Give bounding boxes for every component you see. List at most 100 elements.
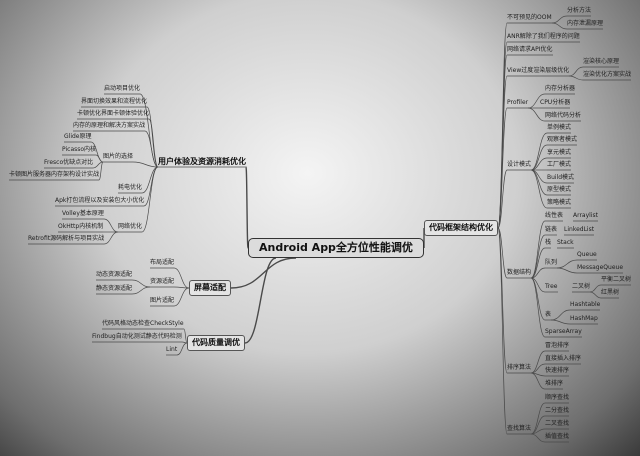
connector (183, 328, 188, 344)
image-lib-item[interactable]: Fresco优缺点对比 (44, 159, 94, 166)
pattern-item[interactable]: 工厂模式 (547, 161, 572, 168)
branch-ux-optimization[interactable]: 用户体验及资源消耗优化 (158, 157, 246, 166)
arch-search[interactable]: 查找算法 (507, 425, 532, 432)
ds-red-black-tree[interactable]: 红黑树 (601, 289, 620, 296)
connector (131, 279, 151, 288)
image-lib-item[interactable]: Picasso内核 (62, 146, 97, 153)
screen-image[interactable]: 图片适配 (150, 297, 175, 304)
ux-power[interactable]: 耗电优化 (118, 184, 143, 191)
ds-sparsearray[interactable]: SparseArray (545, 328, 582, 335)
arch-network-api[interactable]: 网络请求API优化 (507, 46, 553, 53)
connector (245, 166, 249, 249)
connector (551, 15, 568, 24)
connector (497, 227, 508, 435)
arch-data-structures[interactable]: 数据结构 (507, 269, 532, 276)
ds-hashmap[interactable]: HashMap (570, 315, 598, 322)
pattern-item[interactable]: 策略模式 (547, 199, 572, 206)
connector (556, 259, 578, 269)
image-lib-item[interactable]: Glide原理 (64, 133, 92, 140)
screen-resource[interactable]: 资源适配 (150, 278, 175, 285)
arch-profiler[interactable]: Profiler (507, 99, 529, 106)
quality-item[interactable]: Findbug自动化测试静态代码检测 (92, 333, 182, 340)
pattern-item[interactable]: 原型模式 (547, 186, 572, 193)
ds-tree[interactable]: Tree (545, 283, 558, 290)
ds-chain[interactable]: 链表 (545, 226, 558, 233)
profiler-item[interactable]: CPU分析器 (540, 99, 571, 106)
oom-item[interactable]: 分析方法 (567, 7, 592, 14)
sort-item[interactable]: 直接插入排序 (545, 355, 582, 362)
branch-code-quality[interactable]: 代码质量调优 (187, 335, 245, 351)
ds-linkedlist[interactable]: LinkedList (564, 226, 595, 233)
quality-item[interactable]: Lint (166, 346, 178, 353)
ds-binary-tree[interactable]: 二叉树 (572, 283, 591, 290)
connector (568, 66, 584, 77)
image-lib-item[interactable]: 卡顿图片服务器内存架构设计实战 (9, 171, 100, 178)
pattern-item[interactable]: 观察者模式 (547, 136, 578, 143)
search-item[interactable]: 二叉查找 (545, 420, 570, 427)
connector (530, 402, 546, 435)
connector (551, 22, 568, 30)
ux-item[interactable]: 启动项目优化 (104, 85, 141, 92)
resource-item[interactable]: 静态资源适配 (96, 285, 133, 292)
ds-linear[interactable]: 线性表 (545, 212, 564, 219)
connector (530, 132, 548, 171)
ux-apk[interactable]: Apk打包流程以及安装包大小优化 (55, 197, 145, 204)
connector (148, 118, 159, 168)
search-item[interactable]: 顺序查找 (545, 394, 570, 401)
sort-item[interactable]: 快速排序 (545, 367, 570, 374)
sort-item[interactable]: 堆排序 (545, 380, 564, 387)
connector (143, 166, 159, 207)
connector (95, 154, 104, 163)
resource-item[interactable]: 动态资源适配 (96, 271, 133, 278)
pattern-item[interactable]: 单例模式 (547, 124, 572, 131)
ds-hash[interactable]: 表 (545, 311, 552, 318)
view-item[interactable]: 渲染核心原理 (583, 58, 620, 65)
ds-stack-label[interactable]: 栈 (545, 239, 552, 246)
net-item[interactable]: OkHttp内核机制 (58, 223, 104, 230)
ds-queue[interactable]: 队列 (545, 259, 558, 266)
ds-messagequeue[interactable]: MessageQueue (577, 264, 624, 271)
arch-oom[interactable]: 不可预见的OOM (507, 14, 552, 21)
arch-sort[interactable]: 排序算法 (507, 364, 532, 371)
connector (141, 166, 159, 233)
profiler-item[interactable]: 内存分析器 (545, 85, 576, 92)
ux-item[interactable]: 卡顿优化界面卡顿体验优化 (77, 110, 150, 117)
ux-item[interactable]: 界面切换效果和流程优化 (81, 98, 148, 105)
view-item[interactable]: 渲染优化方案实战 (583, 71, 632, 78)
connector (530, 234, 546, 279)
connector (550, 309, 571, 321)
oom-item[interactable]: 内存泄漏原理 (567, 20, 604, 27)
connector (530, 247, 546, 279)
arch-anr[interactable]: ANR解除了我们程序的问题 (507, 33, 580, 40)
ux-image-selection[interactable]: 图片的选择 (103, 153, 134, 160)
branch-screen-adaptation[interactable]: 屏幕适配 (189, 280, 231, 296)
connector (497, 107, 508, 229)
search-item[interactable]: 二分查找 (545, 407, 570, 414)
connector (497, 169, 508, 229)
connector (530, 415, 546, 435)
connector (103, 218, 119, 233)
ds-stack[interactable]: Stack (557, 239, 574, 246)
search-item[interactable]: 插值查找 (545, 433, 570, 440)
sort-item[interactable]: 冒泡排序 (545, 342, 570, 349)
screen-layout[interactable]: 布局适配 (150, 259, 175, 266)
ux-item[interactable]: 内存的原理和解决方案实战 (73, 122, 146, 129)
central-topic[interactable]: Android App全方位性能调优 (248, 238, 424, 258)
profiler-item[interactable]: 网络代码分析 (545, 112, 582, 119)
pattern-item[interactable]: 享元模式 (547, 149, 572, 156)
ds-balanced-tree[interactable]: 平衡二叉树 (601, 276, 632, 283)
connector (530, 372, 546, 390)
ds-hashtable[interactable]: Hashtable (570, 301, 601, 308)
pattern-item[interactable]: Build模式 (547, 174, 575, 181)
branch-code-architecture[interactable]: 代码框架结构优化 (424, 220, 498, 236)
ds-queue-item[interactable]: Queue (577, 251, 597, 258)
arch-view[interactable]: View过度渲染层级优化 (507, 67, 570, 74)
ux-network[interactable]: 网络优化 (118, 223, 143, 230)
connector (173, 267, 190, 289)
ds-arraylist[interactable]: Arraylist (573, 212, 598, 219)
quality-item[interactable]: 代码风格动态检查CheckStyle (102, 320, 184, 327)
arch-design-patterns[interactable]: 设计模式 (507, 161, 532, 168)
net-item[interactable]: Volley基本原理 (62, 210, 104, 217)
net-item[interactable]: Retrofit源码解析与项目实战 (28, 235, 105, 242)
